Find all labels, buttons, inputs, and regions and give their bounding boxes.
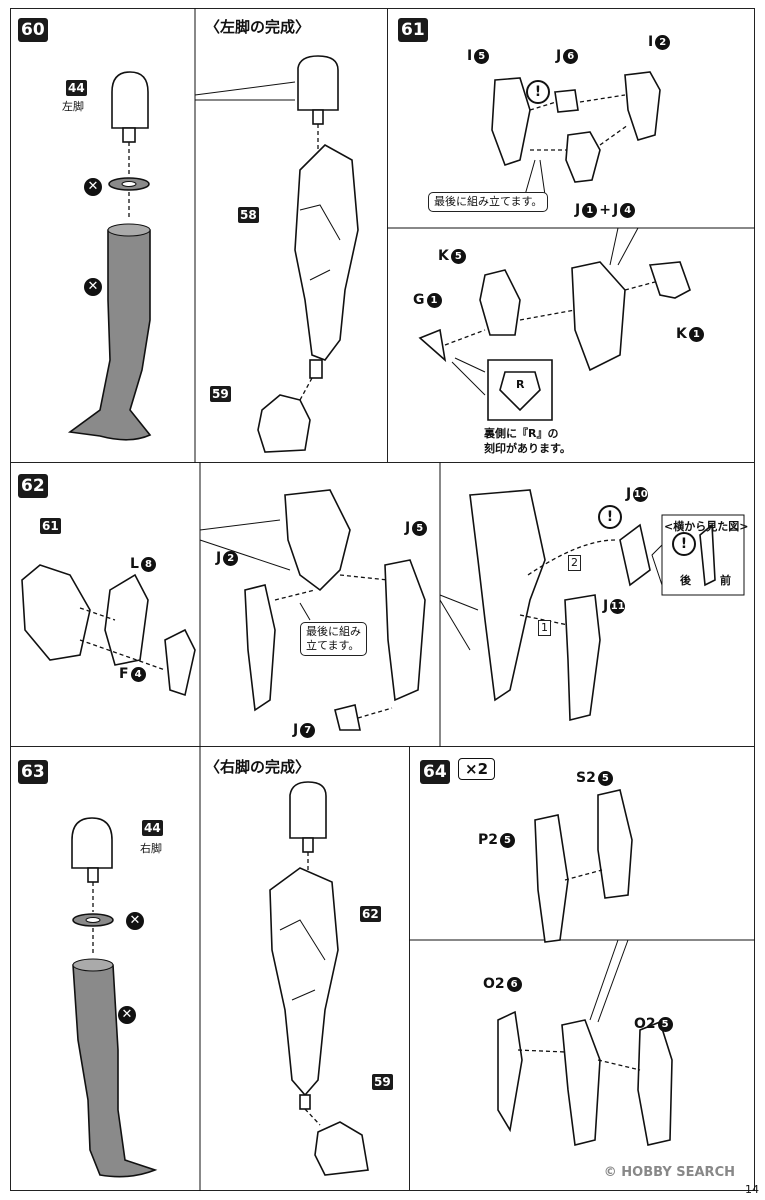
left-leg-grey	[67, 224, 152, 441]
x-mark-icon-63b: ✕	[118, 1006, 136, 1024]
part-k5	[479, 269, 521, 336]
right-leg-cap	[71, 817, 113, 869]
watermark: © HOBBY SEARCH	[603, 1165, 735, 1180]
part-44-label: 左脚	[62, 100, 84, 113]
part-j11	[564, 594, 601, 722]
note-assemble-last-62: 最後に組み 立てます。	[300, 622, 367, 656]
part-j7	[334, 704, 361, 731]
note-r-stamp-2: 刻印があります。	[484, 442, 571, 455]
part-44-badge: 44	[66, 80, 87, 96]
part-j2	[244, 584, 276, 712]
part-assembly-61	[571, 261, 626, 372]
x-mark-icon-63a: ✕	[126, 912, 144, 930]
warning-icon-62a: !	[598, 505, 622, 529]
step-61-number: 61	[398, 18, 428, 42]
note-r-stamp-1: 裏側に『R』の	[484, 427, 559, 440]
step-63-title: 〈右脚の完成〉	[205, 758, 311, 776]
part-59-badge-63: 59	[372, 1074, 393, 1090]
note-62-line1: 最後に組み	[306, 625, 361, 638]
left-leg-assembled	[294, 144, 359, 361]
warning-icon: !	[526, 80, 550, 104]
step-64-panel	[409, 746, 755, 1191]
side-view-part	[699, 523, 716, 587]
part-o2-center	[561, 1019, 601, 1146]
side-view-title: <横から見た図>	[664, 520, 749, 533]
leg-assembly-62b	[469, 489, 546, 702]
part-j6	[554, 89, 579, 113]
part-j1-j4	[565, 131, 601, 183]
leg-cap-part	[111, 71, 149, 129]
page-number: 14	[745, 1183, 759, 1196]
part-o2-6	[497, 1010, 523, 1133]
part-s2	[597, 789, 633, 899]
step-tag-2: 2	[568, 555, 581, 571]
part-j10	[619, 523, 651, 587]
step-63-number: 63	[18, 760, 48, 784]
label-front: 前	[720, 574, 731, 587]
part-44-label-63: 右脚	[140, 842, 162, 855]
step-tag-1: 1	[538, 620, 551, 636]
step-60-title: 〈左脚の完成〉	[205, 18, 311, 36]
part-44-badge-63: 44	[142, 820, 163, 836]
leg-upper-62	[284, 489, 351, 592]
part-62-badge: 62	[360, 906, 381, 922]
part-g1	[418, 328, 447, 363]
part-f4	[164, 628, 196, 697]
right-leg-assembled	[269, 867, 339, 1097]
part-k1	[648, 261, 691, 299]
right-leg-grey	[72, 959, 158, 1178]
label-back: 後	[680, 574, 691, 587]
note-assemble-last: 最後に組み立てます。	[428, 192, 549, 212]
multiplier-badge: ×2	[458, 758, 496, 780]
part-58-badge: 58	[238, 207, 259, 223]
part-61-badge: 61	[40, 518, 61, 534]
x-mark-icon: ✕	[84, 178, 102, 196]
foot-part-59	[257, 394, 311, 453]
part-j5	[384, 559, 426, 702]
note-62-line2: 立てます。	[306, 639, 360, 652]
part-o2-5	[637, 1020, 673, 1146]
step-62-number: 62	[18, 474, 48, 498]
part-59-badge: 59	[210, 386, 231, 402]
warning-icon-62b: !	[672, 532, 696, 556]
step-64-number: 64	[420, 760, 450, 784]
r-stamp	[499, 371, 541, 412]
part-i5	[491, 77, 531, 167]
part-p2	[534, 814, 569, 943]
step-60-number: 60	[18, 18, 48, 42]
foot-part-59b	[314, 1121, 369, 1176]
stamp-r-glyph: R	[516, 378, 525, 391]
x-mark-icon-2: ✕	[84, 278, 102, 296]
part-i2	[624, 71, 661, 141]
part-l8	[104, 573, 149, 666]
part-61-assembly	[21, 564, 91, 661]
